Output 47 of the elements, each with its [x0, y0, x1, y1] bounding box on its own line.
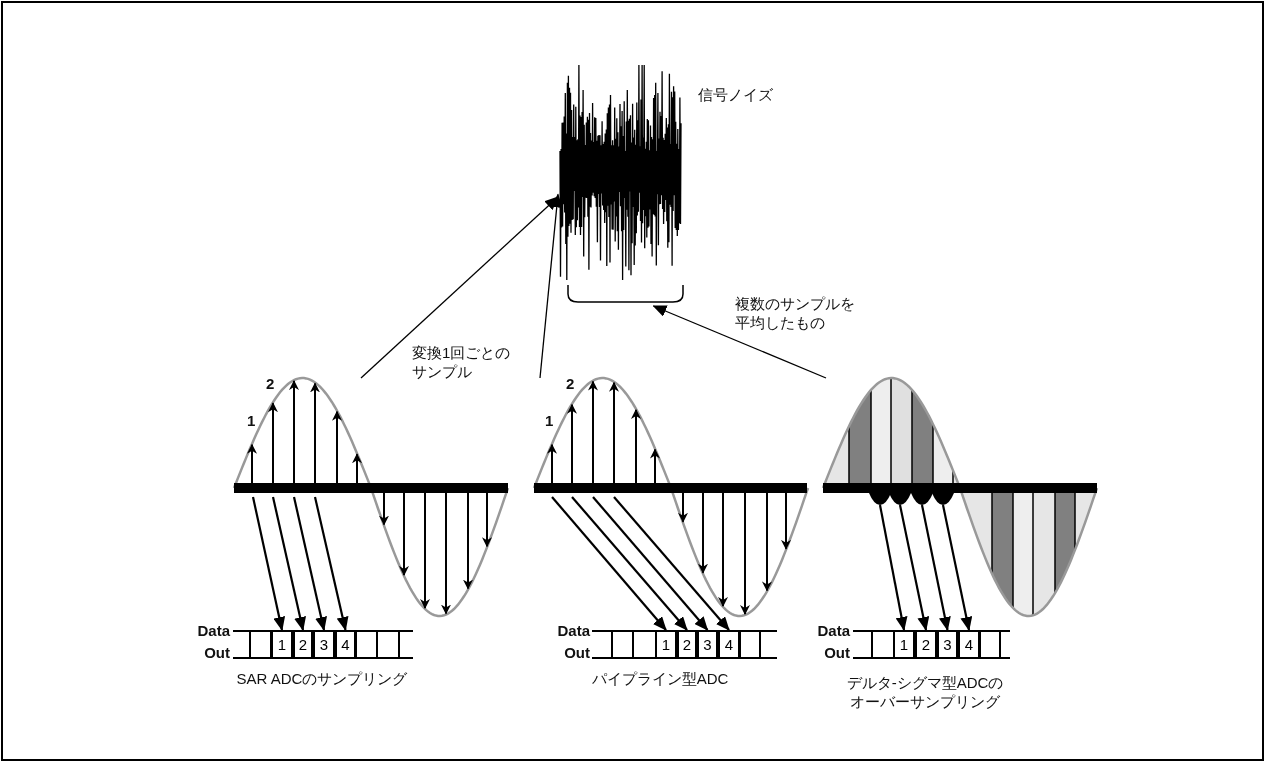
register-slot: 3 [313, 630, 335, 659]
sampling-waveform-drawing [532, 376, 810, 618]
bracket [566, 284, 685, 306]
register-slot: 1 [271, 630, 293, 659]
register-label: Data [557, 621, 590, 640]
register-slot: 4 [335, 630, 356, 659]
caption: デルタ-シグマ型ADCのオーバーサンプリング [845, 673, 1005, 711]
register-slot: 1 [655, 630, 677, 659]
annotation: 複数のサンプルを平均したもの [735, 294, 856, 332]
annotation: 変換1回ごとのサンプル [412, 343, 512, 381]
arrow [652, 305, 827, 379]
register-slot: 4 [718, 630, 740, 659]
register-slot: 1 [893, 630, 915, 659]
register-label: Out [564, 643, 590, 662]
caption: パイプライン型ADC [591, 669, 729, 688]
register-label: Data [197, 621, 230, 640]
arrow [592, 496, 709, 631]
register-slot: 4 [958, 630, 980, 659]
noise-waveform-drawing [558, 63, 683, 282]
sample-number: 1 [247, 411, 256, 430]
arrow [271, 496, 306, 631]
register-slot: 3 [697, 630, 718, 659]
sample-number: 2 [266, 374, 275, 393]
arrow [251, 496, 286, 631]
arrow [941, 504, 973, 631]
arrow [898, 504, 930, 631]
noise-label: 信号ノイズ [698, 85, 773, 104]
sampling-waveform-drawing [821, 376, 1099, 618]
register-slot: 2 [677, 630, 697, 659]
caption: SAR ADCのサンプリング [236, 669, 408, 688]
sample-number: 2 [566, 374, 575, 393]
arrow [920, 504, 951, 631]
register-slot: 2 [915, 630, 937, 659]
arrow [313, 496, 349, 631]
arrow [292, 496, 327, 631]
arrow [613, 496, 730, 631]
arrow [539, 193, 563, 379]
register-label: Data [817, 621, 850, 640]
register-slot: 3 [937, 630, 958, 659]
register-label: Out [204, 643, 230, 662]
arrow [571, 496, 688, 631]
register-label: Out [824, 643, 850, 662]
sample-number: 1 [545, 411, 554, 430]
arrow [551, 496, 667, 631]
register-slot: 2 [293, 630, 313, 659]
arrow [878, 504, 908, 631]
arrow [360, 196, 559, 379]
